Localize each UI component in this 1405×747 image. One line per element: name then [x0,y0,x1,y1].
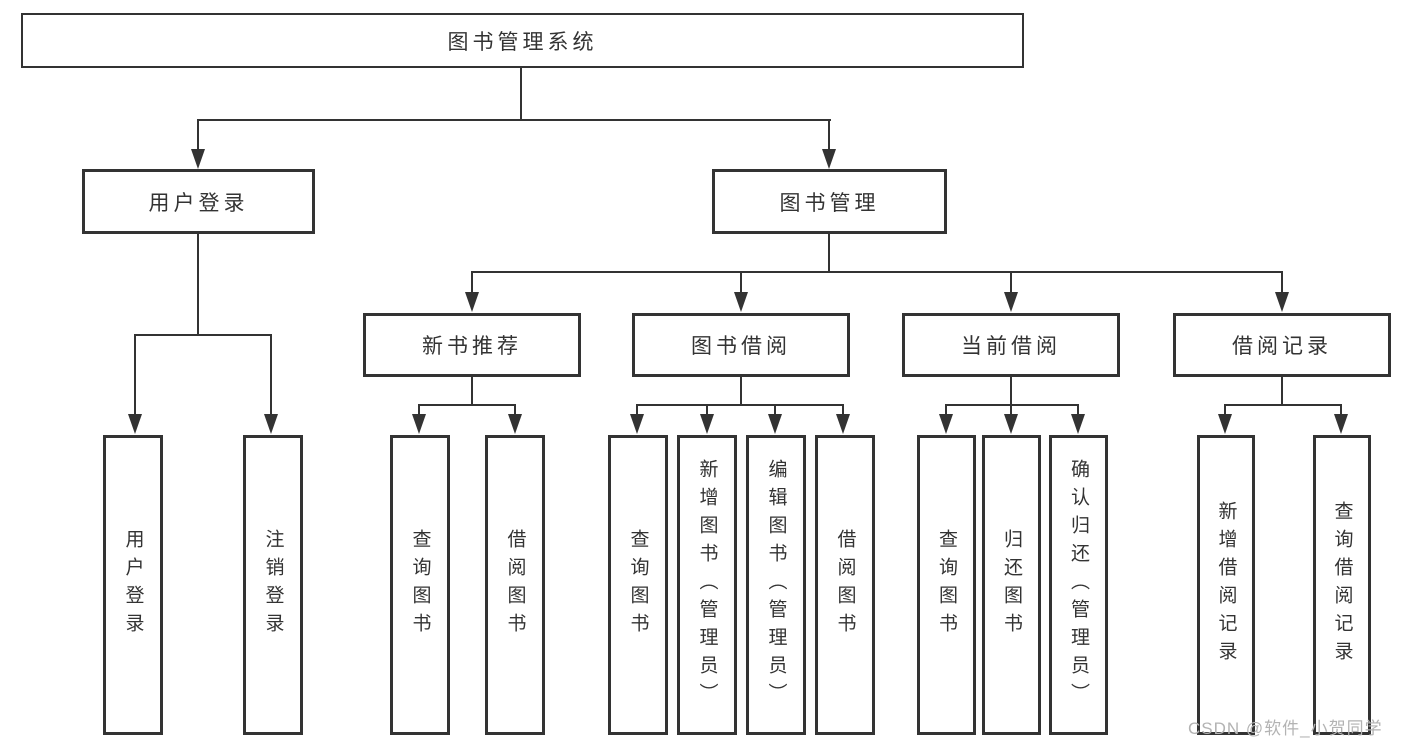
leaf-label: 注销登录 [262,529,284,641]
leaf-label: 编辑图书（管理员） [765,459,787,711]
arrow-down-icon [264,414,278,434]
leaf-label: 确认归还（管理员） [1068,459,1089,711]
connector-line [1224,404,1342,406]
arrow-down-icon [630,414,644,434]
connector-line [197,234,199,335]
leaf-label: 查询图书 [409,529,431,641]
node-label: 借阅记录 [1232,335,1332,358]
node-user-login: 用户登录 [82,169,315,234]
leaf-borrow-books-recommend: 借阅图书 [485,435,545,735]
connector-line [1340,404,1342,416]
leaf-label: 归还图书 [1001,529,1022,641]
connector-line [1010,271,1012,294]
connector-line [945,404,947,416]
arrow-down-icon [508,414,522,434]
connector-line [471,271,473,294]
arrow-down-icon [939,414,953,434]
connector-line [706,404,708,416]
arrow-down-icon [836,414,850,434]
arrow-down-icon [700,414,714,434]
connector-line [270,334,272,416]
connector-line [1010,404,1012,416]
connector-line [1077,404,1079,416]
arrow-down-icon [1071,414,1085,434]
node-new-book-recommend: 新书推荐 [363,313,581,377]
connector-line [740,271,742,294]
arrow-down-icon [1004,414,1018,434]
connector-line [740,377,742,405]
connector-line [418,404,420,416]
node-borrow-records: 借阅记录 [1173,313,1391,377]
connector-line [134,334,272,336]
leaf-label: 新增图书（管理员） [696,459,718,711]
leaf-return-books: 归还图书 [982,435,1041,735]
leaf-logout: 注销登录 [243,435,303,735]
connector-line [1224,404,1226,416]
connector-line [520,68,522,120]
node-library-management-system: 图书管理系统 [21,13,1024,68]
leaf-label: 借阅图书 [504,529,526,641]
connector-line [1281,377,1283,405]
connector-line [134,334,136,416]
connector-line [514,404,516,416]
connector-line [197,119,831,121]
leaf-borrow-books: 借阅图书 [815,435,875,735]
connector-line [1281,271,1283,294]
arrow-down-icon [465,292,479,312]
leaf-label: 查询图书 [627,529,649,641]
arrow-down-icon [1275,292,1289,312]
node-label: 图书借阅 [691,335,791,358]
arrow-down-icon [1334,414,1348,434]
leaf-add-books-admin: 新增图书（管理员） [677,435,737,735]
node-label: 图书管理系统 [447,30,598,54]
leaf-query-borrow-record: 查询借阅记录 [1313,435,1371,735]
arrow-down-icon [768,414,782,434]
connector-line [842,404,844,416]
connector-line [636,404,638,416]
connector-line [828,119,830,151]
node-label: 用户登录 [148,191,249,215]
node-book-borrow: 图书借阅 [632,313,850,377]
node-label: 当前借阅 [961,335,1061,358]
connector-line [471,377,473,405]
connector-line [636,404,844,406]
connector-line [418,404,516,406]
arrow-down-icon [734,292,748,312]
leaf-label: 用户登录 [122,529,144,641]
connector-line [945,404,1079,406]
connector-line [774,404,776,416]
leaf-label: 查询图书 [936,529,957,641]
leaf-query-books-recommend: 查询图书 [390,435,450,735]
leaf-user-login: 用户登录 [103,435,163,735]
leaf-label: 新增借阅记录 [1215,501,1237,669]
leaf-add-borrow-record: 新增借阅记录 [1197,435,1255,735]
leaf-label: 借阅图书 [834,529,856,641]
watermark: CSDN @软件_小贺同学 [1188,719,1383,738]
arrow-down-icon [1004,292,1018,312]
node-book-management: 图书管理 [712,169,947,234]
connector-line [197,119,199,151]
leaf-edit-books-admin: 编辑图书（管理员） [746,435,806,735]
leaf-query-books-borrow: 查询图书 [608,435,668,735]
connector-line [471,271,1283,273]
arrow-down-icon [412,414,426,434]
leaf-confirm-return-admin: 确认归还（管理员） [1049,435,1108,735]
arrow-down-icon [128,414,142,434]
arrow-down-icon [191,149,205,169]
arrow-down-icon [822,149,836,169]
connector-line [828,234,830,272]
arrow-down-icon [1218,414,1232,434]
connector-line [1010,377,1012,405]
node-label: 新书推荐 [422,335,522,358]
node-label: 图书管理 [779,191,880,215]
leaf-query-books-current: 查询图书 [917,435,976,735]
node-current-borrow: 当前借阅 [902,313,1120,377]
leaf-label: 查询借阅记录 [1331,501,1353,669]
